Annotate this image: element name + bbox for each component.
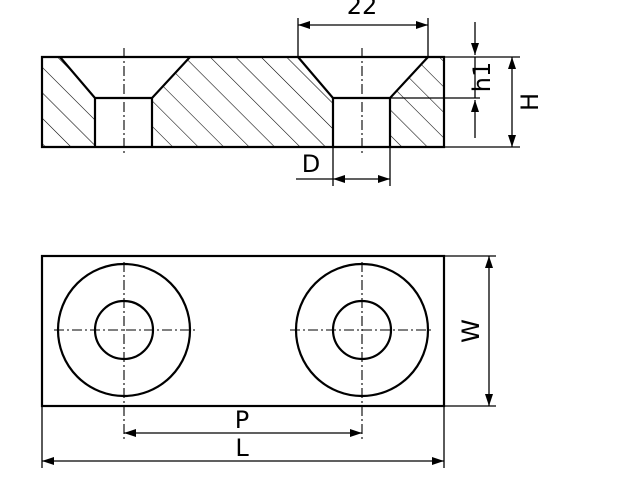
dimension-H: H xyxy=(444,57,544,148)
section-hatch-middle xyxy=(152,57,333,147)
section-hatch-left xyxy=(42,57,95,147)
dimension-P: P xyxy=(124,406,362,437)
dimension-W: W xyxy=(444,255,496,407)
dimension-label-countersink: 22 xyxy=(347,0,378,20)
dimension-label-W: W xyxy=(457,319,485,343)
dimension-label-P: P xyxy=(235,406,249,434)
plan-view xyxy=(40,254,446,440)
dimension-label-H: H xyxy=(516,93,544,111)
section-view xyxy=(40,48,446,155)
dimension-countersink: 22 xyxy=(297,0,429,57)
plan-outline xyxy=(40,254,446,408)
dimension-L: L xyxy=(41,406,445,468)
dimension-D: D xyxy=(296,147,391,186)
dimension-label-h1: h1 xyxy=(468,62,496,92)
dimension-label-D: D xyxy=(302,150,320,178)
dimension-h1: h1 xyxy=(390,22,520,138)
section-hatch-right xyxy=(390,57,444,147)
dimension-label-L: L xyxy=(235,434,249,462)
